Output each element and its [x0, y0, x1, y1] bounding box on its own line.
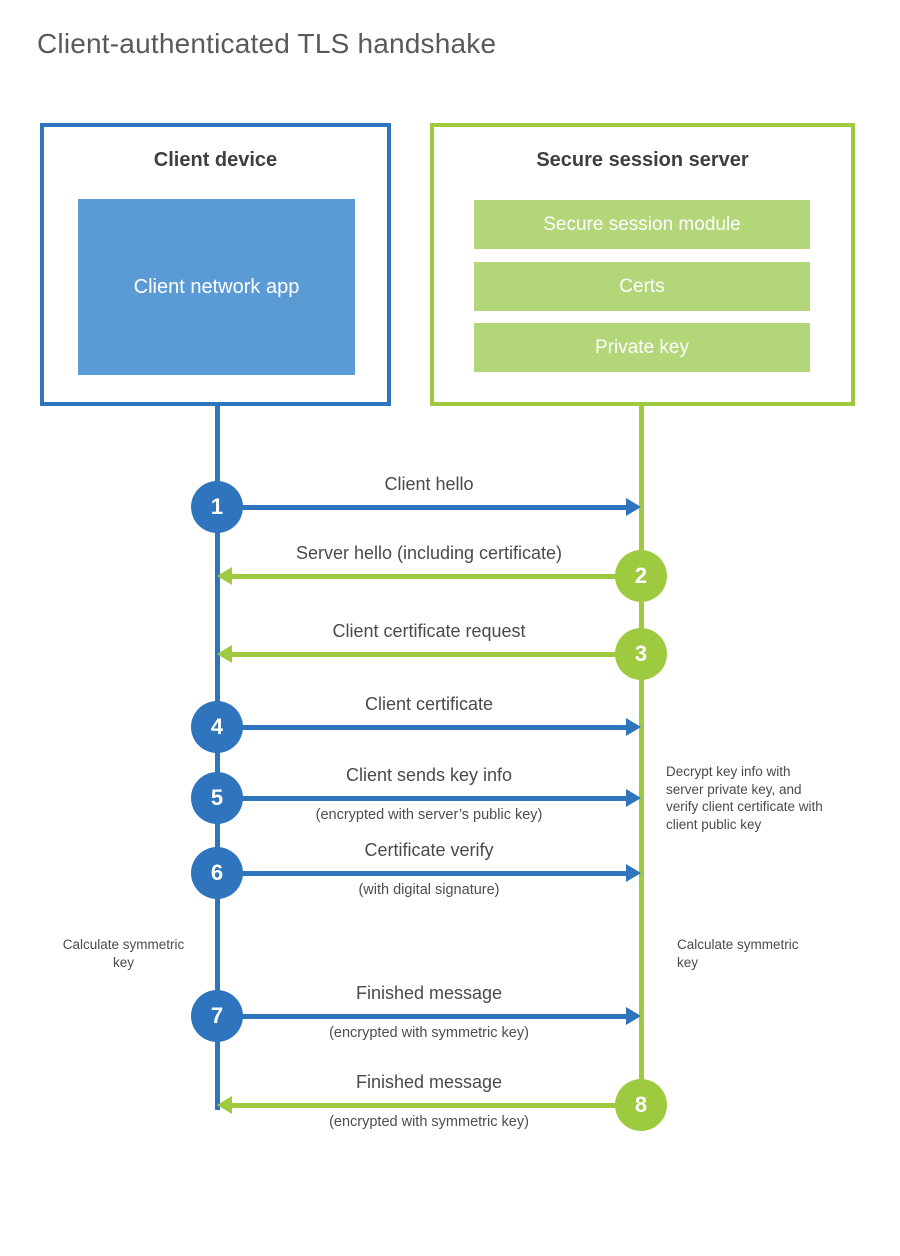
message-label: Client certificate request [332, 621, 526, 641]
client-lifeline [215, 403, 220, 1110]
server-module-certs: Certs [474, 262, 810, 311]
calculate-symmetric-key-note-client: Calculate symmetric key [62, 937, 185, 970]
step-number-badge: 1 [191, 481, 243, 533]
step-number-badge: 2 [615, 550, 667, 602]
message-sublabel: (with digital signature) [358, 882, 500, 898]
message-arrow-line [217, 725, 627, 730]
calculate-symmetric-key-note-server: Calculate symmetric key [677, 937, 799, 970]
server-module-secure-session: Secure session module [474, 200, 810, 249]
client-network-app-box: Client network app [78, 199, 355, 375]
decrypt-key-note: Decrypt key info with server private key… [666, 764, 823, 832]
arrowhead-right-icon [626, 498, 641, 516]
message-arrow-line [217, 796, 627, 801]
secure-session-server-title: Secure session server [536, 149, 749, 171]
step-number-badge: 8 [615, 1079, 667, 1131]
step-number-badge: 6 [191, 847, 243, 899]
message-label: Client certificate [364, 694, 494, 714]
arrowhead-left-icon [217, 1096, 232, 1114]
arrowhead-left-icon [217, 567, 232, 585]
message-arrow-line [231, 652, 641, 657]
step-number-badge: 3 [615, 628, 667, 680]
page-title: Client-authenticated TLS handshake [37, 28, 497, 59]
message-arrow-line [231, 574, 641, 579]
message-arrow-line [217, 505, 627, 510]
step-number-badge: 5 [191, 772, 243, 824]
message-sublabel: (encrypted with server’s public key) [315, 807, 543, 823]
client-network-app-label: Client network app [133, 275, 300, 298]
message-arrow-line [217, 1014, 627, 1019]
arrowhead-right-icon [626, 789, 641, 807]
arrowhead-right-icon [626, 864, 641, 882]
server-module-private-key: Private key [474, 323, 810, 372]
message-arrow-line [217, 871, 627, 876]
message-label: Client hello [384, 474, 474, 494]
message-sublabel: (encrypted with symmetric key) [329, 1114, 529, 1130]
message-label: Finished message [355, 1072, 503, 1092]
message-label: Client sends key info [345, 765, 513, 785]
arrowhead-left-icon [217, 645, 232, 663]
client-device-title: Client device [153, 149, 278, 171]
server-lifeline [639, 403, 644, 1110]
message-label: Finished message [355, 983, 503, 1003]
step-number-badge: 7 [191, 990, 243, 1042]
arrowhead-right-icon [626, 1007, 641, 1025]
message-arrow-line [231, 1103, 641, 1108]
message-label: Server hello (including certificate) [295, 543, 563, 563]
message-sublabel: (encrypted with symmetric key) [329, 1025, 529, 1041]
step-number-badge: 4 [191, 701, 243, 753]
arrowhead-right-icon [626, 718, 641, 736]
message-label: Certificate verify [364, 840, 494, 860]
